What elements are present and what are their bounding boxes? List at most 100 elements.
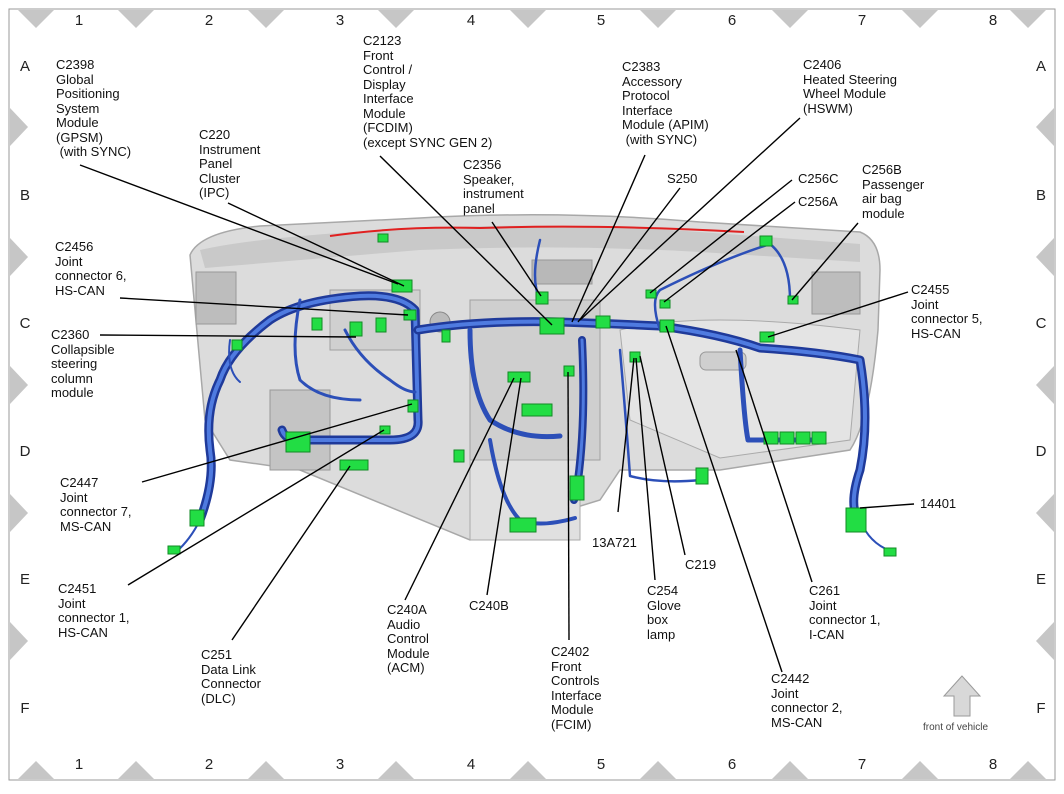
grid-row-right-b: B xyxy=(1035,187,1046,204)
connector-c2402 xyxy=(563,365,575,377)
leader-c2360 xyxy=(99,334,357,338)
grid-row-left-d: D xyxy=(19,443,31,460)
grid-col-bottom-2: 2 xyxy=(204,756,214,773)
label-s250: S250 xyxy=(667,171,698,186)
leader-c2451 xyxy=(127,429,385,586)
leader-lines xyxy=(79,117,915,673)
connector-c256c xyxy=(645,289,657,299)
grid-col-top-5: 5 xyxy=(596,12,606,29)
connector-left-lower xyxy=(189,509,205,527)
connector-pcm-cluster xyxy=(285,431,311,453)
grid-row-left-e: E xyxy=(19,571,30,588)
leader-c254 xyxy=(635,357,656,581)
label-c2455: C2455 Joint connector 5, HS-CAN xyxy=(911,282,983,341)
harness-vertical-center-hi xyxy=(572,338,585,502)
label-c2402: C2402 Front Controls Interface Module (F… xyxy=(551,644,602,732)
harness-branch-2 xyxy=(343,328,417,394)
grid-col-top-3: 3 xyxy=(335,12,345,29)
grid-col-bottom-6: 6 xyxy=(727,756,737,773)
center-display xyxy=(531,259,593,285)
border-triangles-bottom xyxy=(18,761,1046,779)
connector-c261-row3 xyxy=(795,431,811,445)
front-of-vehicle-caption: front of vehicle xyxy=(923,722,989,733)
label-c2442: C2442 Joint connector 2, MS-CAN xyxy=(771,671,843,730)
grid-col-bottom-7: 7 xyxy=(857,756,867,773)
label-c254: C254 Glove box lamp xyxy=(647,583,681,642)
leader-c2356 xyxy=(491,221,542,297)
label-c2356: C2356 Speaker, instrument panel xyxy=(463,157,524,216)
connector-c2451 xyxy=(379,425,391,435)
grid-row-right-d: D xyxy=(1035,443,1047,460)
connector-left-tail xyxy=(167,545,181,555)
grid-row-right-a: A xyxy=(1035,58,1046,75)
leader-c2455 xyxy=(767,291,909,338)
connector-c13a721 xyxy=(629,351,641,363)
connector-lower-center xyxy=(569,475,585,501)
connector-c251 xyxy=(339,459,369,471)
connector-14401 xyxy=(845,507,867,533)
connector-c2360b xyxy=(375,317,387,333)
leader-c256c xyxy=(649,179,793,294)
grid-col-bottom-4: 4 xyxy=(466,756,476,773)
grid-col-top-8: 8 xyxy=(988,12,998,29)
leader-c220 xyxy=(227,202,405,287)
leader-c219 xyxy=(639,355,686,556)
label-c2398: C2398 Global Positioning System Module (… xyxy=(56,57,132,159)
leader-c2383 xyxy=(571,154,646,323)
connector-left-mid xyxy=(231,339,243,351)
label-c2123: C2123 Front Control / Display Interface … xyxy=(363,33,493,150)
leader-c2447 xyxy=(141,403,413,483)
connector-c240b xyxy=(521,403,553,417)
leader-c251 xyxy=(231,465,351,641)
leader-c261 xyxy=(735,349,813,583)
leader-14401 xyxy=(859,503,915,509)
connector-14401-tail xyxy=(883,547,897,557)
label-c240a: C240A Audio Control Module (ACM) xyxy=(387,602,430,675)
label-c256c: C256C xyxy=(798,171,839,186)
grid-col-bottom-3: 3 xyxy=(335,756,345,773)
connector-c261-row4 xyxy=(811,431,827,445)
grid-col-bottom-1: 1 xyxy=(74,756,84,773)
label-c219: C219 xyxy=(685,557,717,572)
connector-c2383 xyxy=(595,315,611,329)
connector-c240a xyxy=(507,371,531,383)
connector-c2356 xyxy=(535,291,549,305)
border-triangles-top xyxy=(18,10,1046,28)
connector-c2123 xyxy=(539,317,565,335)
label-13a721: 13A721 xyxy=(592,535,637,550)
connector-c2455 xyxy=(759,331,775,343)
connector-c256b xyxy=(787,295,799,305)
leader-c2406 xyxy=(579,117,801,321)
connector-c2360c xyxy=(311,317,323,331)
left-vent xyxy=(195,271,237,325)
label-c220: C220 Instrument Panel Cluster (IPC) xyxy=(199,127,261,200)
connector-c2447 xyxy=(407,399,419,413)
leader-c2123 xyxy=(379,155,553,326)
connector-stack-2 xyxy=(441,329,451,343)
connectors xyxy=(167,233,897,557)
right-vent xyxy=(811,271,861,315)
red-wire xyxy=(329,225,745,237)
grid-col-top-6: 6 xyxy=(727,12,737,29)
label-c2447: C2447 Joint connector 7, MS-CAN xyxy=(60,475,132,534)
label-c256b: C256B Passenger air bag module xyxy=(862,162,925,221)
leader-c2442 xyxy=(665,325,783,673)
grid-col-top-4: 4 xyxy=(466,12,476,29)
harness-main-left-hi xyxy=(198,293,421,522)
label-c251: C251 Data Link Connector (DLC) xyxy=(201,647,261,706)
label-c256a: C256A xyxy=(798,194,838,209)
label-c261: C261 Joint connector 1, I-CAN xyxy=(809,583,881,642)
harness-branch-9 xyxy=(228,339,241,383)
leader-c240b xyxy=(486,377,522,596)
label-14401: 14401 xyxy=(920,496,957,511)
grid-row-left-c: C xyxy=(19,315,31,332)
grid-row-left-a: A xyxy=(19,58,30,75)
label-c2360: C2360 Collapsible steering column module xyxy=(51,327,115,400)
connector-c2406 xyxy=(759,235,773,247)
leader-c256a xyxy=(663,201,796,303)
glove-handle xyxy=(699,351,747,371)
connector-stack-left xyxy=(453,449,465,463)
connector-c261-row1 xyxy=(763,431,779,445)
connector-console xyxy=(509,517,537,533)
